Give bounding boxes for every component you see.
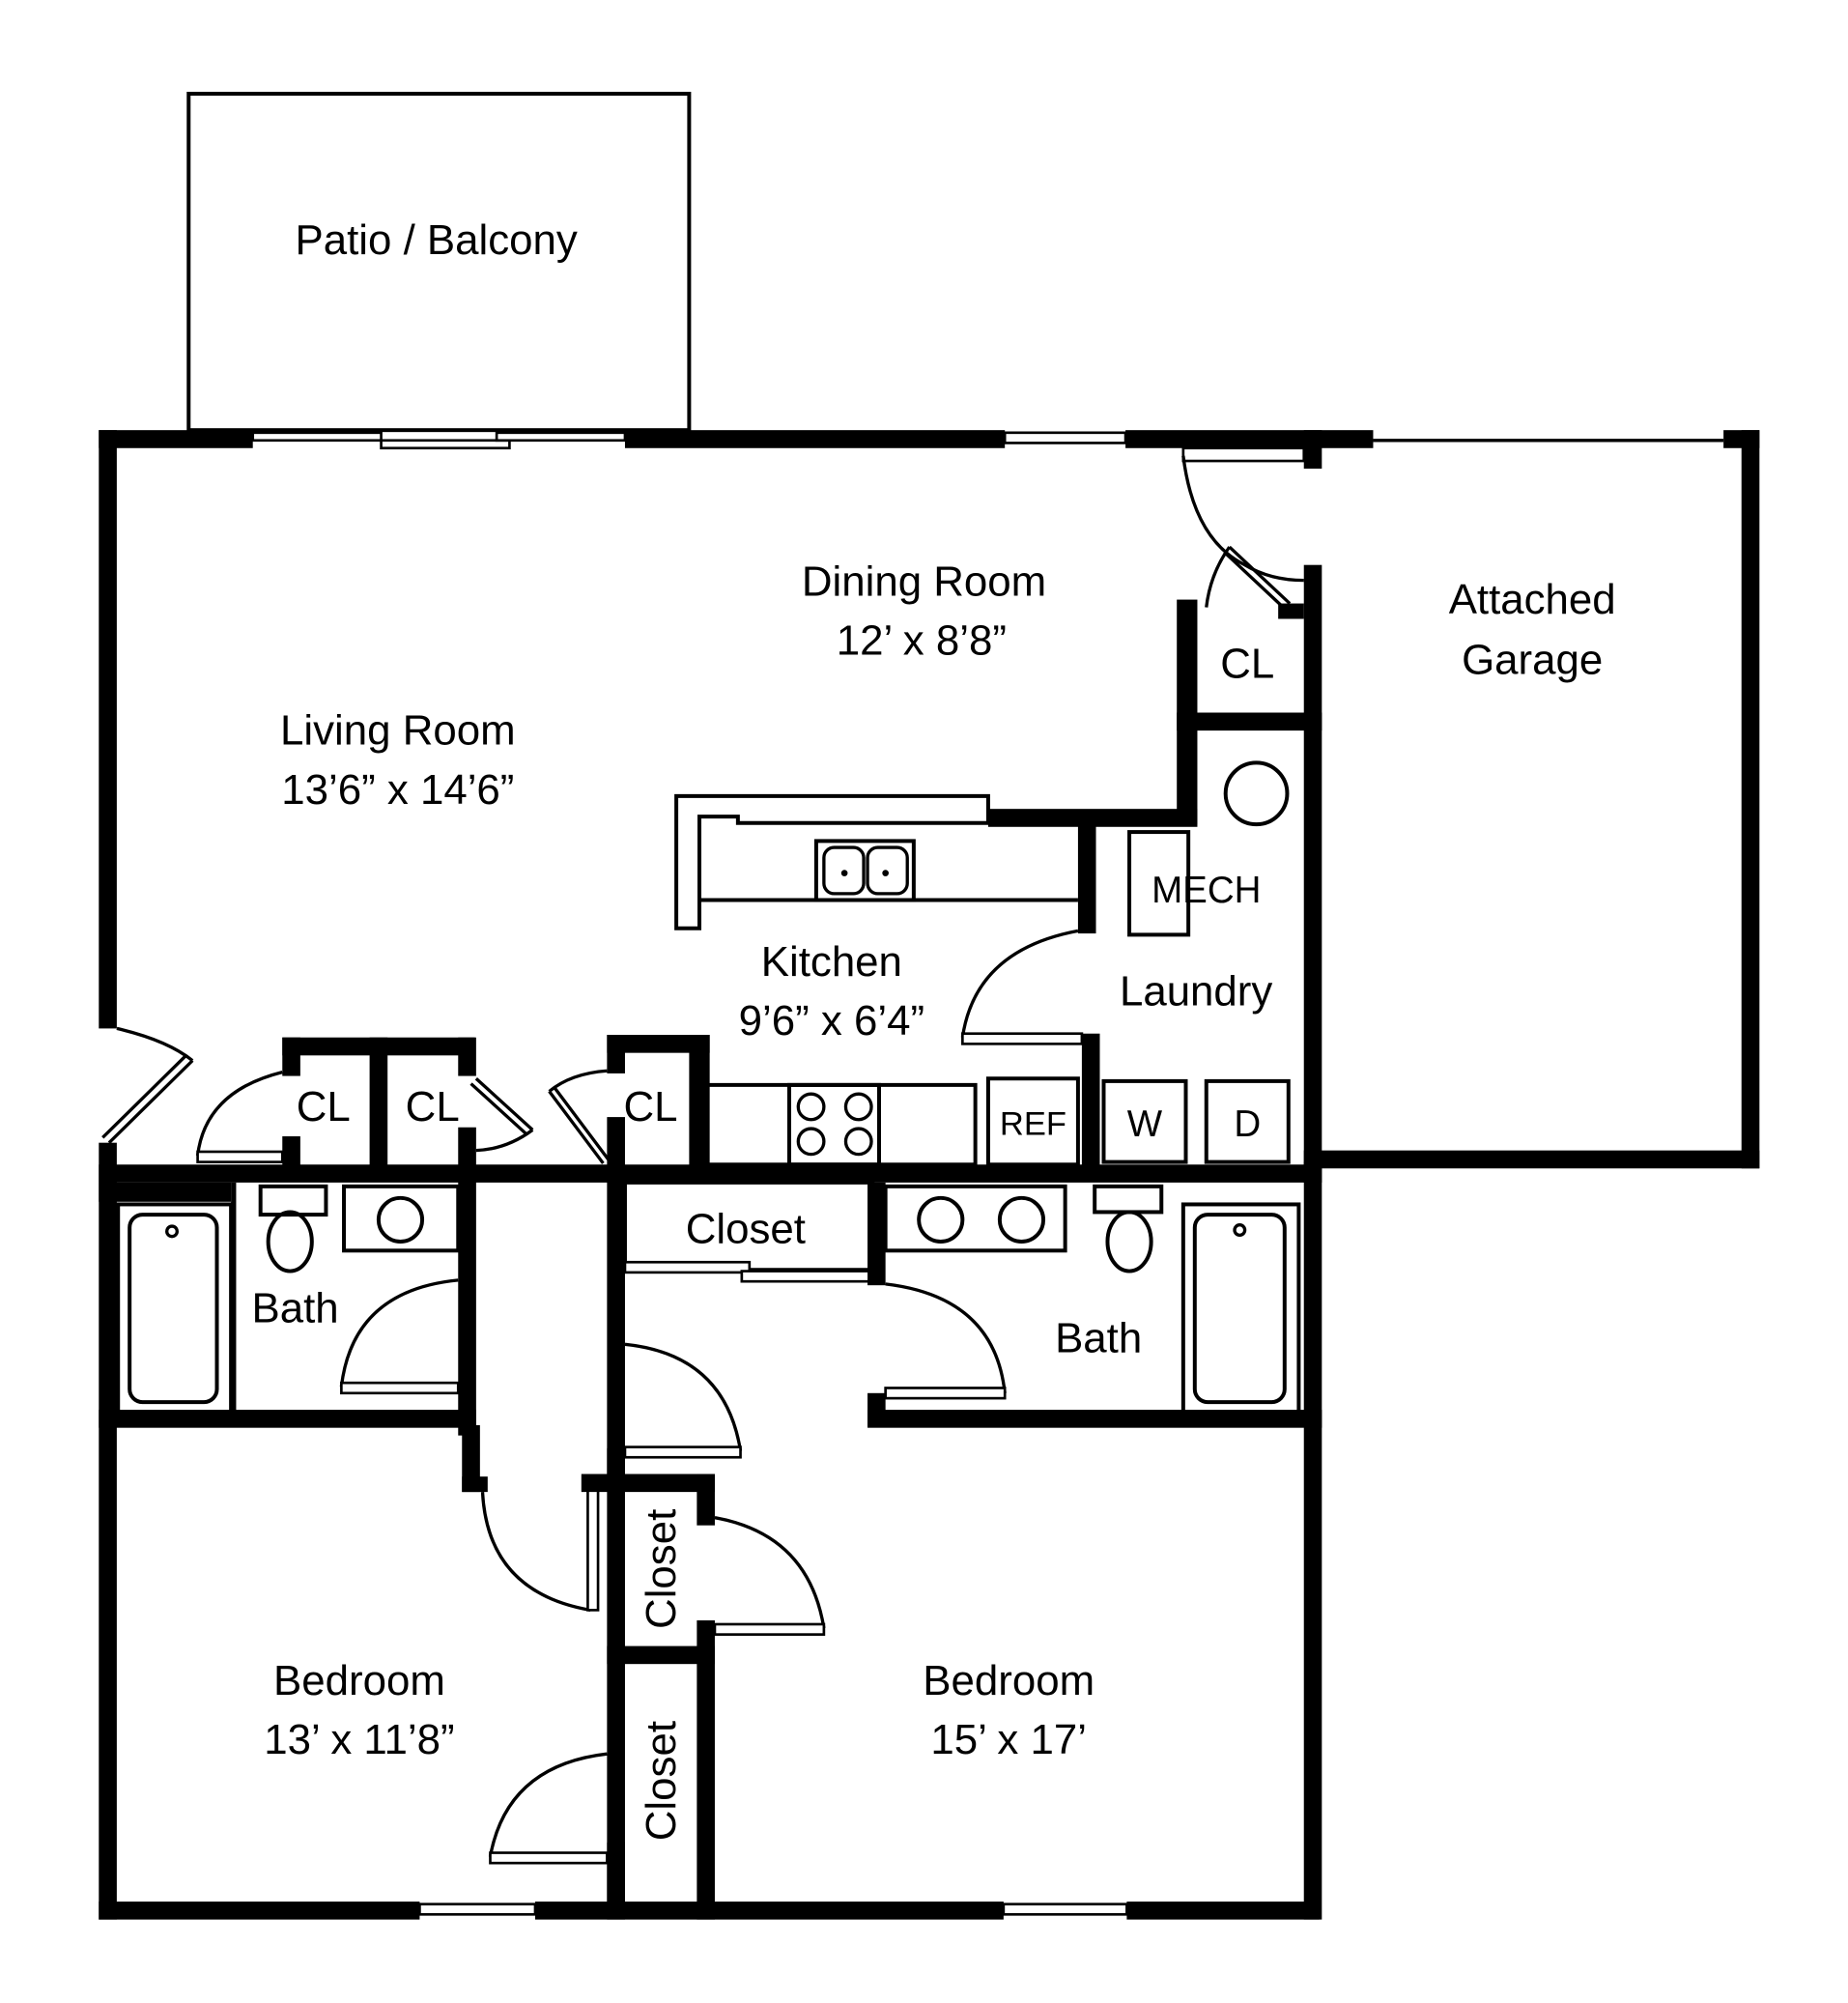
closet-kitchen-label: CL <box>624 1083 678 1130</box>
peninsula-counter <box>674 793 990 930</box>
mech-unit <box>1127 830 1191 937</box>
dining-room-label: Dining Room <box>802 558 1046 606</box>
bedroom-right-label: Bedroom <box>923 1657 1095 1704</box>
mech-label: MECH <box>1151 870 1261 911</box>
garage-label-line2: Garage <box>1462 637 1603 684</box>
closet-entry-1-label: CL <box>297 1083 351 1130</box>
hall-closet: Closet <box>622 1180 875 1459</box>
dryer <box>1204 1078 1291 1164</box>
toilet <box>266 1210 314 1273</box>
ref-label: REF <box>1000 1106 1066 1143</box>
laundry-room: MECH Laundry W D <box>960 728 1291 1169</box>
garage-label-line1: Attached <box>1449 576 1616 623</box>
closet-upper-label: Closet <box>638 1509 685 1629</box>
closet-garage-label: CL <box>1220 641 1274 688</box>
hall-closet-label: Closet <box>686 1205 806 1252</box>
vanity <box>342 1184 461 1253</box>
garage-entry: CL <box>1177 446 1322 731</box>
bath-right-label: Bath <box>1055 1314 1142 1361</box>
bath-left-label: Bath <box>251 1285 338 1332</box>
washer-label: W <box>1127 1103 1163 1145</box>
dining-room-size: 12’ x 8’8” <box>837 617 1007 665</box>
kitchen: Kitchen 9’6” x 6’4” REF <box>674 793 1080 1167</box>
kitchen-label: Kitchen <box>761 938 902 986</box>
toilet-right <box>1105 1210 1153 1273</box>
refrigerator <box>985 1076 1080 1167</box>
interior-wall <box>99 1164 1322 1183</box>
patio-balcony: Patio / Balcony <box>186 92 692 433</box>
kitchen-size: 9’6” x 6’4” <box>739 997 924 1044</box>
closet-entry-2-label: CL <box>406 1083 460 1130</box>
bath-right: Bath <box>867 1182 1322 1428</box>
washer <box>1101 1078 1188 1164</box>
living-room-size: 13’6” x 14’6” <box>281 766 514 814</box>
living-room-label: Living Room <box>280 707 516 755</box>
closet-lower-label: Closet <box>638 1721 685 1841</box>
lower-counter <box>703 1082 978 1167</box>
entry-door[interactable] <box>101 1026 194 1144</box>
bedroom-right-size: 15’ x 17’ <box>930 1716 1087 1763</box>
bathtub <box>128 1213 219 1405</box>
kitchen-closet: CL <box>548 1035 710 1490</box>
double-sink <box>813 839 916 902</box>
bedroom-closets: Closet Closet <box>462 1425 826 1920</box>
water-heater-icon <box>1223 760 1290 827</box>
dryer-label: D <box>1234 1103 1261 1145</box>
bedroom-left-label: Bedroom <box>273 1657 445 1704</box>
laundry-label: Laundry <box>1120 967 1272 1015</box>
bath-left: Bath <box>99 1182 476 1428</box>
entry-closets: CL CL <box>195 1037 534 1436</box>
bedroom-left-size: 13’ x 11’8” <box>264 1716 454 1763</box>
vanity-double <box>883 1184 1067 1253</box>
bathtub-right <box>1192 1213 1287 1405</box>
patio-label: Patio / Balcony <box>296 216 578 264</box>
